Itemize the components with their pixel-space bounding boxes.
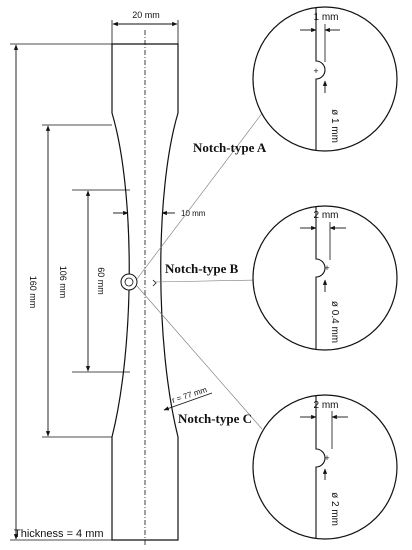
radius-label: r = 77 mm <box>171 385 209 405</box>
svg-text:+: + <box>324 263 329 273</box>
total-length-label: 160 mm <box>28 276 38 309</box>
notch-type-b-label: Notch-type B <box>165 261 239 276</box>
svg-text:1 mm: 1 mm <box>314 12 339 23</box>
notch-type-a-label: Notch-type A <box>193 140 267 155</box>
svg-text:+: + <box>313 66 318 76</box>
svg-text:ø 2 mm: ø 2 mm <box>329 492 340 526</box>
svg-text:+: + <box>324 453 329 463</box>
notch-detail-a: 1 mm + ø 1 mm <box>252 6 398 152</box>
svg-text:ø 1 mm: ø 1 mm <box>329 109 340 143</box>
radius-leader <box>163 392 213 411</box>
specimen-outline <box>111 43 179 541</box>
notch-location-circle <box>120 273 138 291</box>
reduced-length-label: 106 mm <box>58 266 68 299</box>
neck-width-label: 10 mm <box>181 209 206 218</box>
svg-text:2 mm: 2 mm <box>314 210 339 221</box>
thickness-label: Thickness = 4 mm <box>14 528 104 540</box>
width-label: 20 mm <box>132 10 160 20</box>
notch-detail-c: 2 mm + ø 2 mm <box>252 394 398 540</box>
notch-type-c-label: Notch-type C <box>178 411 252 426</box>
svg-text:2 mm: 2 mm <box>314 400 339 411</box>
svg-text:ø 0.4 mm: ø 0.4 mm <box>329 301 340 343</box>
gauge-length-label: 60 mm <box>96 267 106 295</box>
notch-detail-b: 2 mm + ø 0.4 mm <box>252 205 398 351</box>
